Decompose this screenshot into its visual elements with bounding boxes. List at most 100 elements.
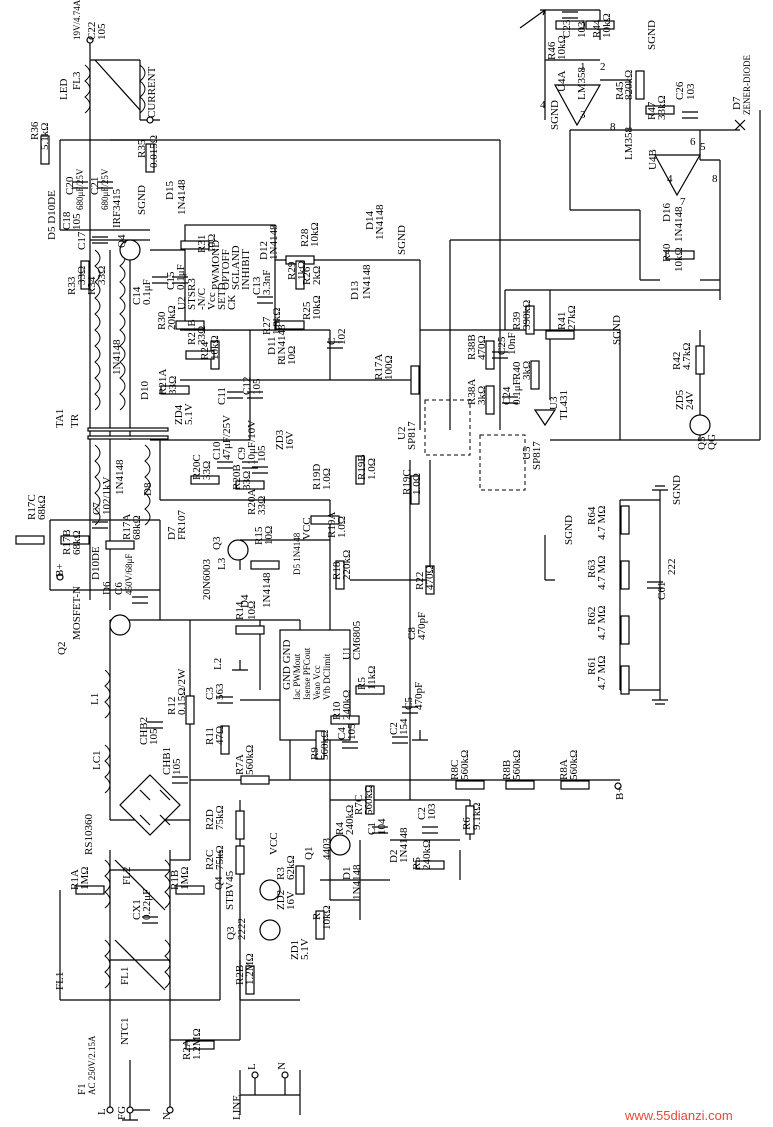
- component-label: R45: [614, 81, 626, 100]
- component-label: Q4: [116, 234, 128, 248]
- bplus-terminal-2: [614, 782, 622, 790]
- component-label: R36: [29, 121, 41, 140]
- component-label: R5: [411, 857, 423, 870]
- component-label: C2: [416, 807, 428, 820]
- component-label: L: [246, 1063, 258, 1070]
- component-label: 2: [600, 61, 606, 73]
- component-label: Veao Vcc: [312, 665, 322, 700]
- capacitor: [257, 296, 273, 304]
- component-label: 20kΩ: [166, 305, 178, 330]
- capacitor: [392, 736, 408, 744]
- component-label: RS10360: [83, 814, 95, 855]
- resistor: [410, 365, 420, 395]
- u4a-opamp: [553, 84, 602, 127]
- q5-transistor: [689, 414, 711, 436]
- component-label: C20: [64, 176, 76, 195]
- component-label: C12: [241, 377, 253, 395]
- component-label: R20B: [231, 464, 243, 490]
- resistor: [175, 885, 205, 895]
- capacitor: [252, 466, 268, 474]
- component-label: R28: [299, 228, 311, 247]
- resistor: [180, 240, 210, 250]
- resistor: [175, 320, 205, 330]
- capacitor: [562, 11, 578, 19]
- component-label: R42: [671, 352, 683, 370]
- component-label: IRF3415: [111, 188, 123, 228]
- capacitor: [97, 181, 113, 189]
- component-label: 4.7kΩ: [681, 343, 693, 370]
- component-label: 105: [71, 213, 83, 230]
- component-label: 10nF: [506, 332, 518, 355]
- component-label: C: [326, 338, 338, 345]
- component-label: N: [276, 1062, 288, 1070]
- component-label: R2D: [204, 809, 216, 830]
- component-label: Q5: [696, 436, 708, 450]
- resistor: [620, 505, 630, 535]
- l-terminal: [106, 1106, 114, 1114]
- component-label: R: [311, 912, 323, 920]
- component-label: R40: [511, 361, 523, 380]
- component-label: 5.1kΩ: [39, 123, 51, 150]
- q4-mosfet: [119, 239, 141, 261]
- l1-inductor: [104, 669, 111, 719]
- component-label: SGND: [549, 100, 561, 130]
- resistor: [145, 143, 155, 173]
- component-label: 10kΩ: [209, 335, 221, 360]
- component-label: C22: [86, 22, 98, 40]
- component-label: R29: [286, 261, 298, 280]
- component-label: Vfb DCIimit: [322, 653, 332, 700]
- capacitor: [242, 461, 258, 469]
- component-label: FL2: [121, 867, 133, 885]
- u4b-opamp: [653, 154, 702, 197]
- ground-symbol-2: [652, 690, 668, 705]
- component-label: 1.0Ω: [411, 473, 423, 495]
- fl3-inductor: [84, 64, 91, 114]
- component-label: R26: [301, 266, 313, 285]
- resistor: [415, 860, 445, 870]
- component-label: R10: [331, 701, 343, 720]
- component-label: ZD2: [275, 890, 287, 910]
- component-label: 6: [690, 136, 696, 148]
- component-label: 4: [667, 173, 673, 185]
- component-label: 16V: [285, 891, 297, 910]
- resistor: [310, 515, 340, 525]
- resistor: [190, 475, 220, 485]
- component-label: 105: [96, 23, 108, 40]
- component-label: C3: [204, 687, 216, 700]
- component-label: R19A: [326, 512, 338, 538]
- component-label: L: [96, 1108, 108, 1115]
- component-label: 33Ω: [196, 326, 208, 345]
- resistor: [355, 455, 365, 485]
- component-label: 4.7 MΩ: [596, 606, 608, 640]
- component-label: 20N6003: [201, 559, 213, 600]
- resistor: [105, 540, 135, 550]
- component-label: C5: [403, 697, 415, 710]
- resistor: [635, 70, 645, 100]
- ground-symbol-3: [232, 660, 248, 671]
- component-label: PWMOND: [210, 240, 222, 290]
- resistor: [220, 725, 230, 755]
- component-label: 1.2MΩ: [244, 953, 256, 985]
- component-label: 240kΩ: [344, 805, 356, 835]
- component-label: C1: [366, 822, 378, 835]
- transformer-core-top: [87, 427, 169, 432]
- component-label: B+: [614, 786, 626, 800]
- wiring: [49, 9, 761, 1115]
- component-label: 1N4148: [276, 324, 288, 360]
- line-n-terminal: [281, 1071, 289, 1079]
- component-label: 105: [171, 758, 183, 775]
- component-label: SGLAND: [230, 245, 242, 290]
- u2-sp817-optocoupler: [424, 399, 471, 456]
- component-label: B+: [54, 563, 66, 577]
- component-label: 19V/4.74A: [72, 0, 82, 40]
- components: [15, 9, 746, 1121]
- component-label: 0.015Ω: [148, 135, 160, 168]
- component-label: 1N4148: [114, 459, 126, 495]
- component-label: 1MΩ: [79, 867, 91, 890]
- component-label: U3: [548, 396, 560, 410]
- component-label: R19D: [311, 464, 323, 490]
- ground-symbol-4: [412, 730, 428, 741]
- component-label: D10: [139, 381, 151, 400]
- component-label: FR107: [176, 510, 188, 540]
- component-label: 1kΩ: [296, 261, 308, 280]
